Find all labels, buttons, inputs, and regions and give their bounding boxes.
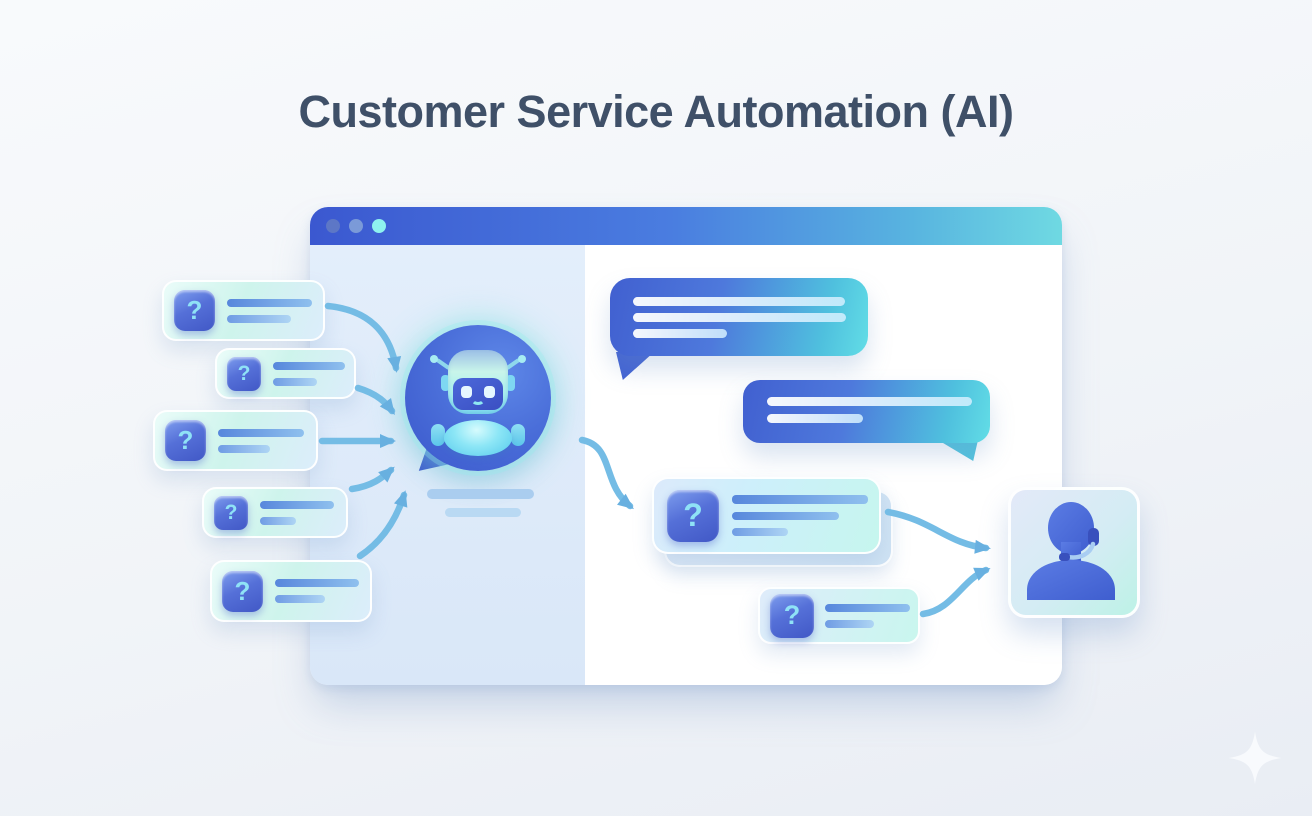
robot-smile <box>471 394 485 405</box>
window-control-dot-3 <box>372 219 386 233</box>
placeholder-line <box>275 595 325 603</box>
robot-antenna-tip <box>430 355 438 363</box>
placeholder-line <box>273 377 317 386</box>
card-text-lines <box>260 500 334 525</box>
placeholder-line <box>825 619 874 628</box>
placeholder-line <box>732 512 839 520</box>
placeholder-line <box>275 579 359 587</box>
card-text-lines <box>218 428 304 453</box>
sparkle-icon <box>1229 732 1281 784</box>
chat-bubble-reply-2 <box>743 380 990 443</box>
robot-antenna-tip <box>518 355 526 363</box>
window-control-dot-1 <box>326 219 340 233</box>
card-text-lines <box>227 298 312 323</box>
question-icon: ? <box>227 356 261 391</box>
question-card-4: ? <box>202 487 348 538</box>
placeholder-line <box>732 528 788 536</box>
placeholder-line <box>273 361 345 370</box>
question-card-small: ? <box>758 587 920 644</box>
placeholder-line <box>732 495 868 504</box>
card-text-lines <box>273 361 345 386</box>
robot-arm-left <box>431 424 445 446</box>
bot-caption-line <box>427 489 534 499</box>
placeholder-line <box>227 314 291 323</box>
question-icon: ? <box>165 420 206 461</box>
robot-ear-left <box>441 375 450 391</box>
robot-eye-right <box>484 386 495 398</box>
placeholder-line <box>227 298 312 307</box>
placeholder-line <box>825 603 910 612</box>
window-control-dot-2 <box>349 219 363 233</box>
placeholder-line <box>218 428 304 437</box>
placeholder-line <box>260 516 296 525</box>
page-title: Customer Service Automation (AI) <box>298 86 1014 137</box>
question-icon: ? <box>770 593 814 638</box>
robot-icon <box>405 325 551 471</box>
card-text-lines <box>732 495 868 536</box>
question-card-5: ? <box>210 560 372 622</box>
question-card-3: ? <box>153 410 318 471</box>
bubble-text-line <box>633 313 846 322</box>
chat-bubble-reply-1 <box>610 278 868 356</box>
robot-eye-left <box>461 386 472 398</box>
bubble-text-line <box>767 414 863 423</box>
placeholder-line <box>260 500 334 509</box>
placeholder-line <box>218 444 270 453</box>
bubble-text-line <box>767 397 972 406</box>
question-icon: ? <box>222 570 263 612</box>
robot-face <box>453 378 503 410</box>
agent-icon <box>1027 502 1115 600</box>
card-text-lines <box>825 603 910 628</box>
question-icon: ? <box>214 495 248 530</box>
question-icon: ? <box>667 489 719 542</box>
question-card-2: ? <box>215 348 356 399</box>
robot-body <box>444 420 512 456</box>
window-titlebar <box>310 207 1062 245</box>
bubble-text-line <box>633 329 727 338</box>
question-card-1: ? <box>162 280 325 341</box>
bubble-text-line <box>633 297 845 306</box>
robot-arm-right <box>511 424 525 446</box>
bot-caption-line <box>445 508 521 517</box>
card-text-lines <box>275 579 359 603</box>
robot-ear-right <box>506 375 515 391</box>
agent-card <box>1008 487 1140 618</box>
question-card-escalated: ? <box>652 477 881 554</box>
question-icon: ? <box>174 290 215 331</box>
